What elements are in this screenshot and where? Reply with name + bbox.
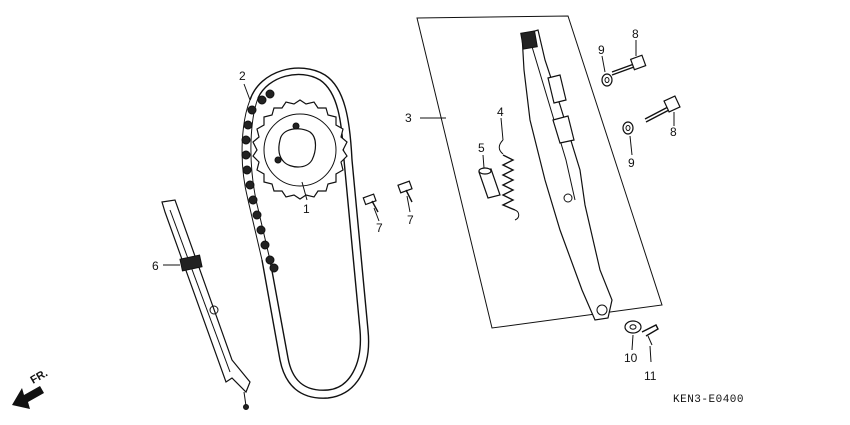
callout-8-upper: 8 (632, 27, 639, 41)
diagram-code: KEN3-E0400 (673, 394, 744, 406)
tensioner-spring (498, 139, 520, 221)
callout-9-upper: 9 (598, 43, 605, 57)
callout-6: 6 (152, 259, 159, 273)
tensioner-pin (478, 167, 501, 199)
callout-2: 2 (239, 69, 246, 83)
chain-guide (161, 199, 251, 410)
tensioner-group-outline (416, 15, 663, 329)
washer-lower (622, 121, 634, 135)
leader-lines (163, 40, 675, 363)
callout-4: 4 (497, 105, 504, 119)
front-direction-arrow: FR. (12, 367, 50, 409)
cam-sprocket (252, 99, 348, 200)
callout-3: 3 (405, 111, 412, 125)
callout-1: 1 (303, 202, 310, 216)
callout-11: 11 (644, 369, 657, 383)
svg-text:FR.: FR. (29, 367, 50, 386)
callout-10: 10 (624, 351, 638, 365)
callout-5: 5 (478, 141, 485, 155)
retaining-clip (641, 324, 659, 346)
chain-links (241, 89, 279, 273)
tensioner-bolt-lower (644, 95, 681, 123)
cam-chain (241, 67, 370, 399)
sprocket-bolt-left (362, 193, 379, 213)
callout-9-lower: 9 (628, 156, 635, 170)
sprocket-bolt-right (397, 180, 413, 203)
pivot-washer (624, 320, 642, 334)
tensioner-arm (520, 29, 613, 321)
washer-upper (601, 73, 613, 87)
callout-7-left: 7 (376, 221, 383, 235)
callout-7-right: 7 (407, 213, 414, 227)
callout-8-lower: 8 (670, 125, 677, 139)
tensioner-bolt-upper (611, 54, 647, 76)
